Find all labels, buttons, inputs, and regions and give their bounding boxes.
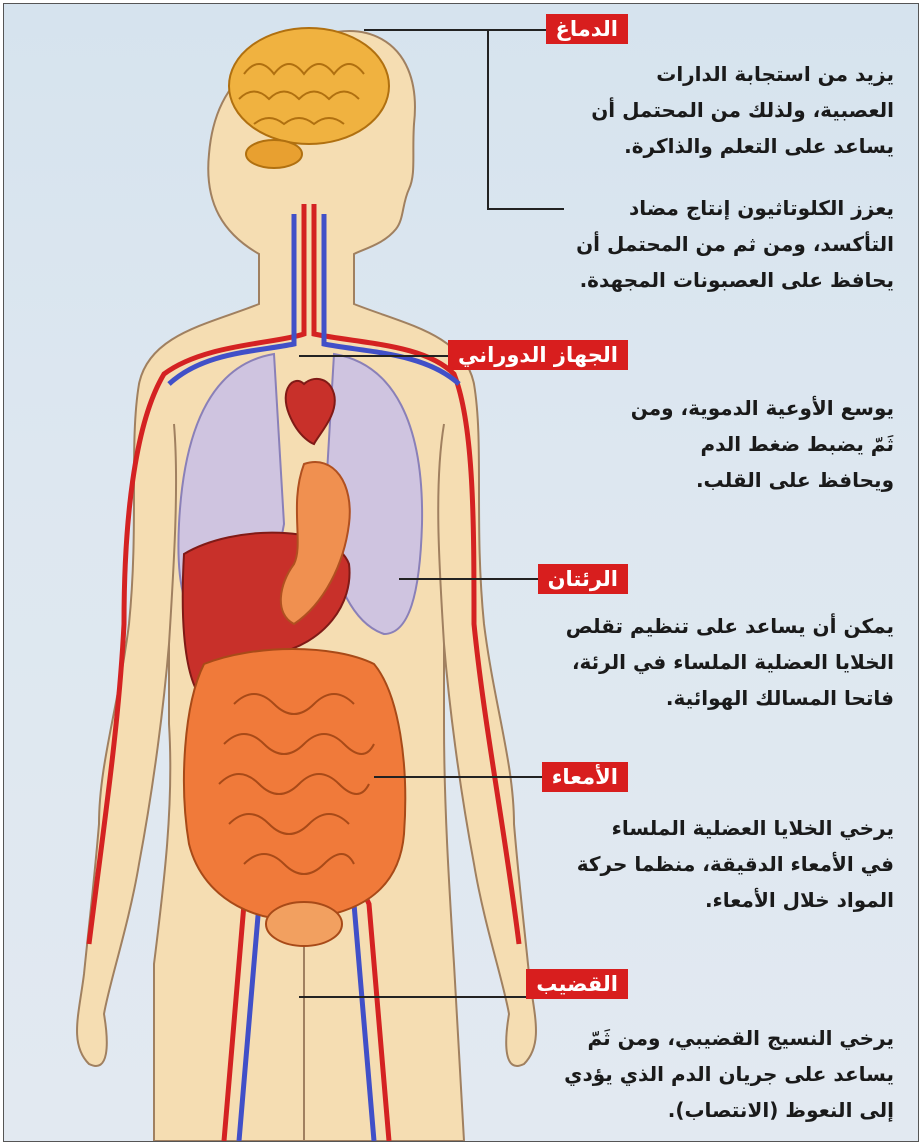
circulatory-text: يوسع الأوعية الدموية، ومن ثَمّ يضبط ضغط … xyxy=(554,390,894,498)
brain-text-1: يزيد من استجابة الدارات العصبية، ولذلك م… xyxy=(554,56,894,164)
label-brain: الدماغ xyxy=(546,14,628,44)
penis-text: يرخي النسيج القضيبي، ومن ثَمّ يساعد على … xyxy=(554,1020,894,1128)
brain-text-2: يعزز الكلوتاثيون إنتاج مضاد التأكسد، ومن… xyxy=(554,190,894,298)
label-intestines: الأمعاء xyxy=(542,762,628,792)
bladder xyxy=(266,902,342,946)
human-body-illustration xyxy=(4,4,918,1141)
intestines xyxy=(184,649,405,920)
lungs-text: يمكن أن يساعد على تنظيم تقلص الخلايا الع… xyxy=(554,608,894,716)
label-circulatory: الجهاز الدوراني xyxy=(448,340,628,370)
diagram-frame: الدماغ الجهاز الدوراني الرئتان الأمعاء ا… xyxy=(3,3,919,1142)
label-penis: القضيب xyxy=(526,969,628,999)
intestines-text: يرخي الخلايا العضلية الملساء في الأمعاء … xyxy=(554,810,894,918)
label-lungs: الرئتان xyxy=(538,564,628,594)
